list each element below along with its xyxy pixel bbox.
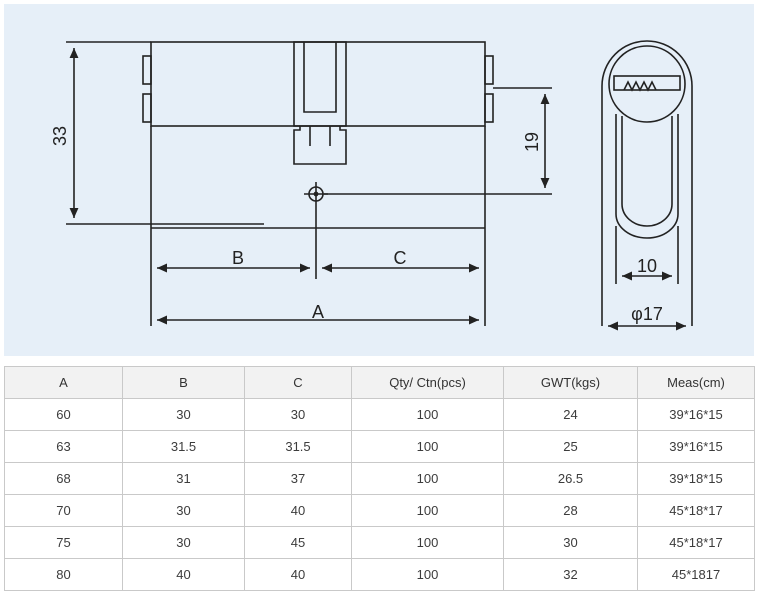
cell-b: 40	[122, 558, 245, 591]
cell-meas: 39*18*15	[637, 462, 755, 495]
cell-a: 75	[4, 526, 123, 559]
technical-drawing: B C A 33 19 10 φ17	[4, 4, 754, 356]
cell-qty: 100	[351, 526, 504, 559]
table-row: 80 40 40 100 32 45*1817	[4, 558, 755, 591]
cell-b: 30	[122, 398, 245, 431]
right-end-tab-bottom	[484, 93, 494, 123]
cell-meas: 39*16*15	[637, 430, 755, 463]
label-19: 19	[522, 132, 542, 152]
cam-slot-inner	[303, 42, 337, 113]
cell-c: 40	[244, 494, 352, 527]
cell-gwt: 25	[503, 430, 638, 463]
cell-b: 30	[122, 494, 245, 527]
cell-meas: 39*16*15	[637, 398, 755, 431]
cell-qty: 100	[351, 558, 504, 591]
cell-a: 80	[4, 558, 123, 591]
cell-gwt: 32	[503, 558, 638, 591]
label-c: C	[394, 248, 407, 268]
label-diameter-17: φ17	[631, 304, 663, 324]
cell-qty: 100	[351, 430, 504, 463]
cell-gwt: 28	[503, 494, 638, 527]
header-a: A	[4, 366, 123, 399]
cell-gwt: 24	[503, 398, 638, 431]
label-33: 33	[50, 126, 70, 146]
screw-center-dot	[313, 191, 319, 197]
side-view-lower-lobe	[615, 114, 679, 239]
table-row: 75 30 45 100 30 45*18*17	[4, 526, 755, 559]
cell-meas: 45*18*17	[637, 494, 755, 527]
cell-c: 31.5	[244, 430, 352, 463]
cell-qty: 100	[351, 398, 504, 431]
left-end-tab-bottom	[142, 93, 152, 123]
cylinder-drawing-svg: B C A 33 19 10 φ17	[50, 40, 693, 331]
cell-c: 30	[244, 398, 352, 431]
pin-tumblers	[623, 80, 657, 92]
cell-c: 37	[244, 462, 352, 495]
right-end-tab-top	[484, 55, 494, 85]
cell-meas: 45*18*17	[637, 526, 755, 559]
cell-c: 40	[244, 558, 352, 591]
header-qty: Qty/ Ctn(pcs)	[351, 366, 504, 399]
header-b: B	[122, 366, 245, 399]
cell-c: 45	[244, 526, 352, 559]
cell-b: 31.5	[122, 430, 245, 463]
table-row: 60 30 30 100 24 39*16*15	[4, 398, 755, 431]
spec-table: A B C Qty/ Ctn(pcs) GWT(kgs) Meas(cm) 60…	[4, 366, 755, 591]
cell-a: 63	[4, 430, 123, 463]
cell-a: 68	[4, 462, 123, 495]
cylinder-body	[150, 41, 486, 127]
header-meas: Meas(cm)	[637, 366, 755, 399]
label-a: A	[312, 302, 324, 322]
cell-b: 31	[122, 462, 245, 495]
table-row: 63 31.5 31.5 100 25 39*16*15	[4, 430, 755, 463]
cell-qty: 100	[351, 462, 504, 495]
keyway	[613, 75, 681, 91]
cell-gwt: 26.5	[503, 462, 638, 495]
cell-a: 70	[4, 494, 123, 527]
side-view-lower-lobe-inner	[621, 116, 673, 227]
header-gwt: GWT(kgs)	[503, 366, 638, 399]
label-10: 10	[637, 256, 657, 276]
left-end-tab-top	[142, 55, 152, 85]
side-view-circle	[608, 45, 686, 123]
cam-housing	[293, 126, 347, 165]
table-row: 70 30 40 100 28 45*18*17	[4, 494, 755, 527]
cell-qty: 100	[351, 494, 504, 527]
side-view-outline-right	[601, 40, 693, 326]
cell-a: 60	[4, 398, 123, 431]
label-b: B	[232, 248, 244, 268]
cell-gwt: 30	[503, 526, 638, 559]
cell-b: 30	[122, 526, 245, 559]
cam-slot	[293, 41, 347, 127]
table-row: 68 31 37 100 26.5 39*18*15	[4, 462, 755, 495]
header-c: C	[244, 366, 352, 399]
table-header-row: A B C Qty/ Ctn(pcs) GWT(kgs) Meas(cm)	[4, 366, 755, 399]
cell-meas: 45*1817	[637, 558, 755, 591]
